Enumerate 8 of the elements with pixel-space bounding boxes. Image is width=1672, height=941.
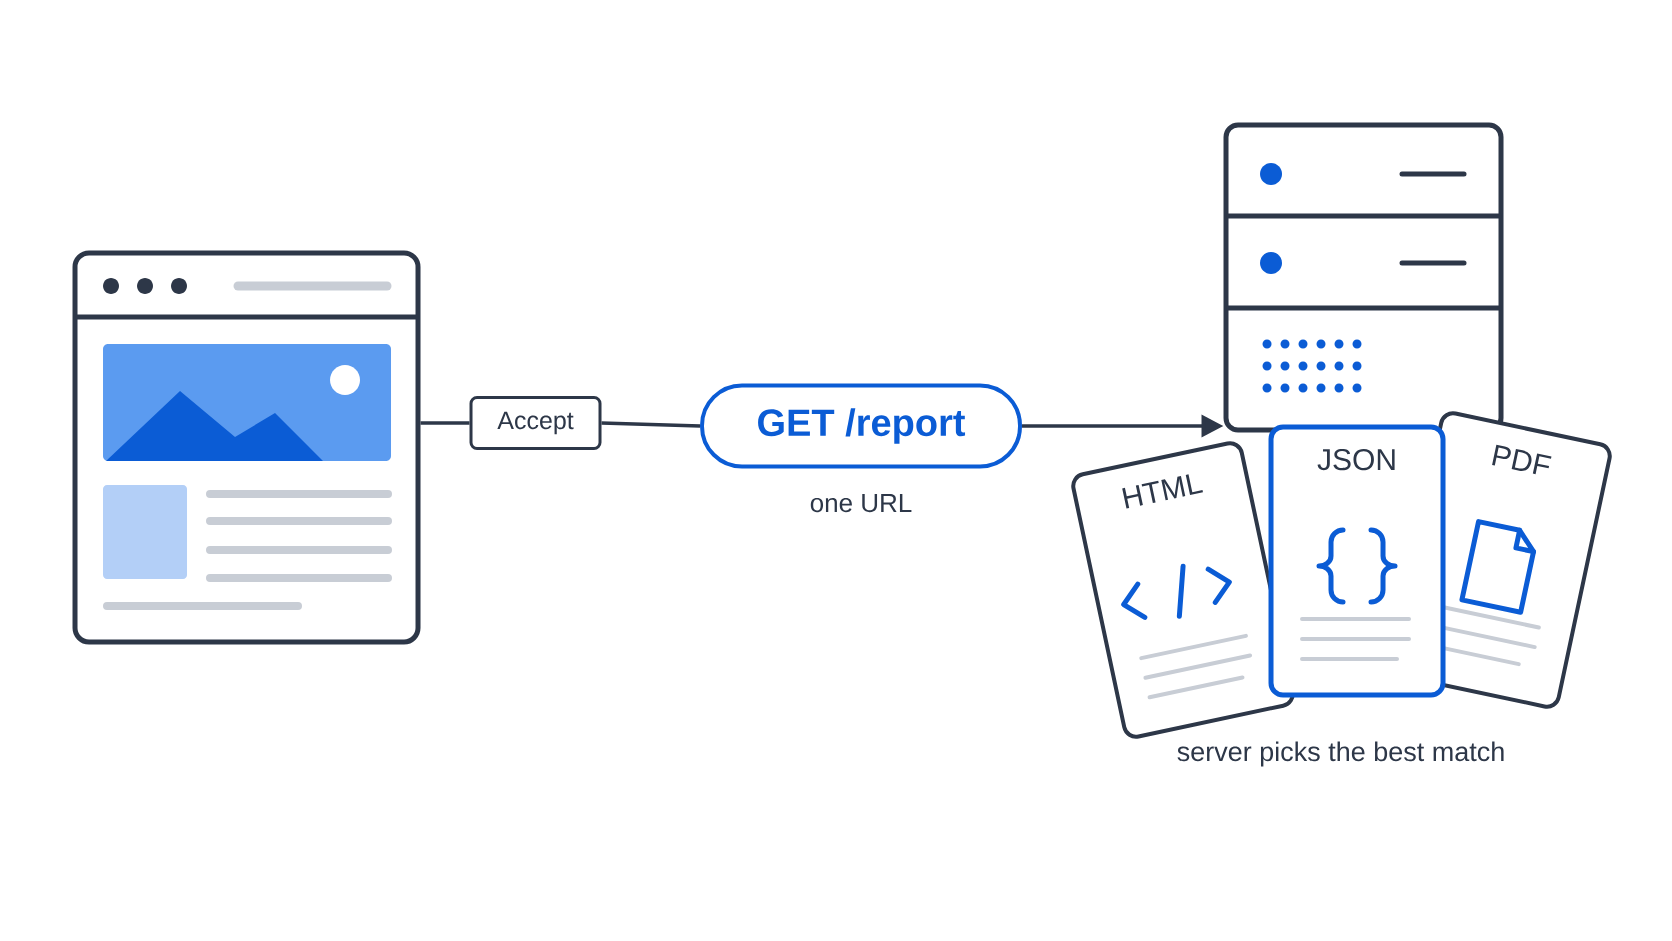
- header-tag: Accept: [469, 396, 602, 450]
- document-card: JSON: [1268, 424, 1446, 698]
- document-card: HTML: [1122, 474, 1253, 700]
- server-drawing: [1223, 122, 1504, 433]
- browser-window-drawing: [72, 250, 421, 645]
- request-pill: GET /report: [700, 383, 1022, 469]
- caption-text: server picks the best match: [1177, 741, 1504, 767]
- caption-text: one URL: [810, 494, 912, 513]
